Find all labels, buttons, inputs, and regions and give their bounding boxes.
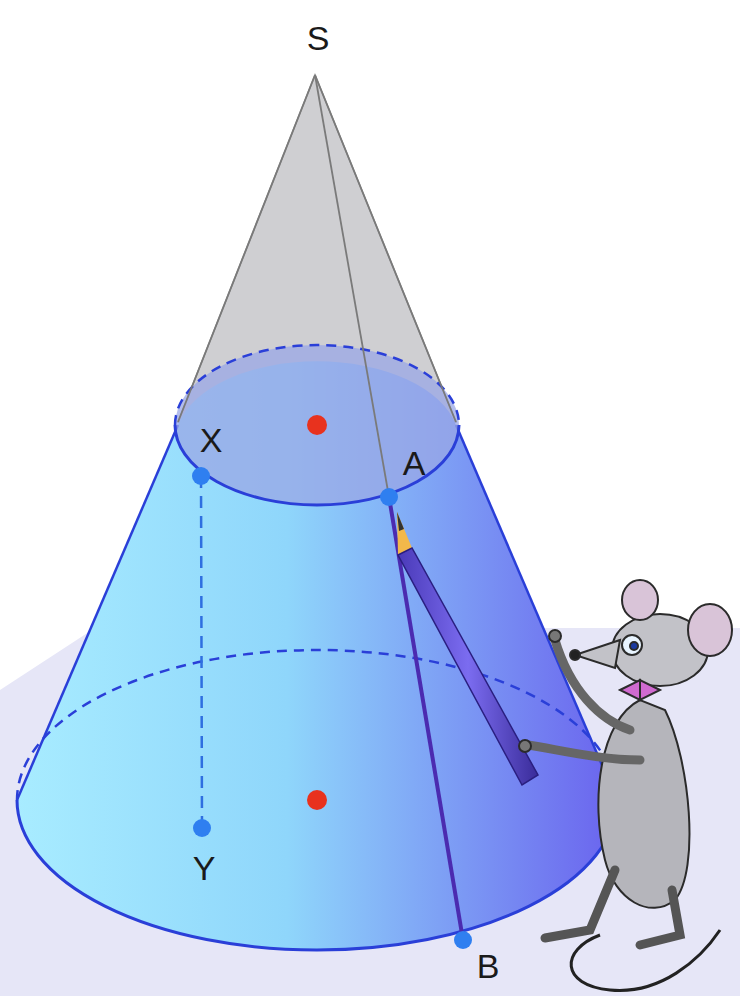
base-front-edge (17, 800, 617, 950)
point-label: X (200, 423, 223, 457)
generatrix-segment (389, 497, 463, 940)
center-dot (307, 415, 327, 435)
mouse-figure (519, 580, 732, 990)
point-dot (454, 931, 472, 949)
cone-edge (178, 75, 315, 422)
point-label: B (477, 949, 500, 983)
frustum-edge (17, 425, 178, 800)
point-label: Y (193, 851, 216, 885)
height-segment (201, 476, 202, 828)
cone-edge (315, 75, 456, 422)
top-back-edge (175, 345, 459, 425)
top-section (175, 345, 459, 505)
generatrix (315, 75, 389, 497)
point-dot (380, 488, 398, 506)
point-dot (192, 467, 210, 485)
pencil (397, 512, 538, 785)
center-dot (307, 790, 327, 810)
point-label: S (307, 21, 330, 55)
point-dot (193, 819, 211, 837)
point-label: A (403, 446, 426, 480)
